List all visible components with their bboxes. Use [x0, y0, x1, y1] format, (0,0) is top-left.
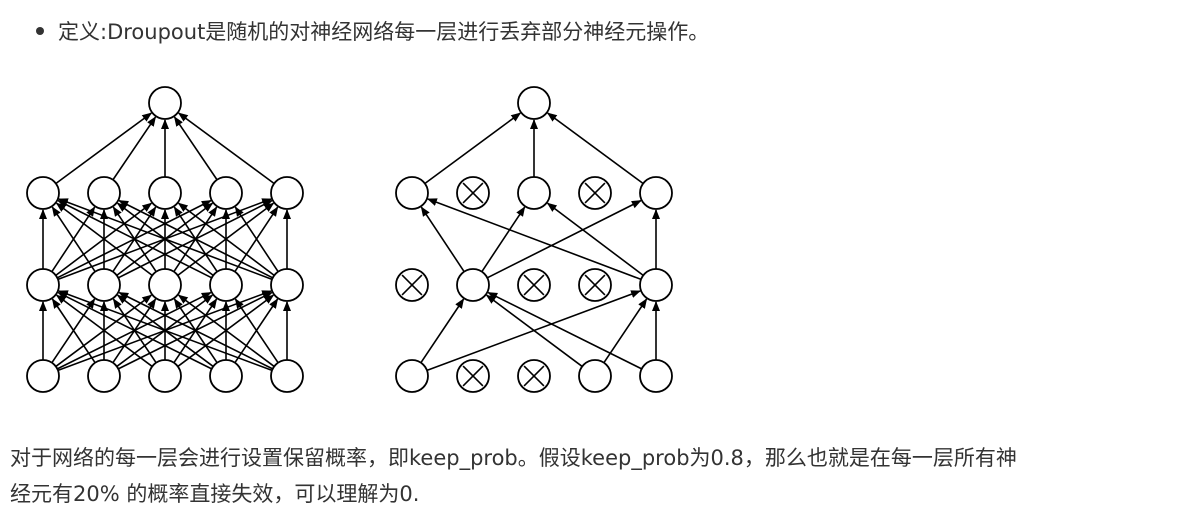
full-net-neuron-l0-n0: [26, 359, 60, 393]
full-net-edge-l0-n4-to-n2: [177, 294, 275, 368]
dropout-net-dropped-neuron-l0-n2: [517, 359, 551, 393]
paragraph-line-2: 经元有20% 的概率直接失效，可以理解为0.: [10, 482, 420, 506]
nodes-layer: [26, 86, 673, 393]
full-net-edge-l1-n4-to-n3: [234, 206, 279, 273]
full-net-edge-l0-n4-to-n3: [234, 298, 279, 364]
dropout-net-edge-l1-n4-to-n2: [546, 202, 644, 277]
dropout-net-edge-l2-n4-to-n0: [546, 112, 644, 185]
dropout-net-neuron-l2-n4: [639, 176, 673, 210]
full-net-neuron-l1-n0: [26, 268, 60, 302]
full-net-neuron-l0-n2: [148, 359, 182, 393]
dropout-net-neuron-l2-n2: [517, 176, 551, 210]
dropout-net-dropped-neuron-l0-n1: [456, 359, 490, 393]
full-net-edge-l1-n4-to-n0: [57, 198, 273, 281]
dropout-net-edge-l1-n1-to-n0: [420, 206, 465, 273]
full-net-neuron-l0-n1: [87, 359, 121, 393]
dropout-net-neuron-l0-n4: [639, 359, 673, 393]
full-net-neuron-l1-n1: [87, 268, 121, 302]
dropout-net-edge-l0-n3-to-n1: [485, 294, 583, 368]
full-net-neuron-l2-n2: [148, 176, 182, 210]
dropout-net-dropped-neuron-l1-n3: [578, 268, 612, 302]
full-net-neuron-l3-n0: [148, 86, 182, 120]
full-net-edge-l0-n4-to-n1: [118, 291, 274, 370]
dropout-net-neuron-l1-n4: [639, 268, 673, 302]
dropout-net-edge-l0-n3-to-n4: [603, 298, 648, 364]
dropout-net-edge-l1-n4-to-n0: [426, 198, 642, 281]
definition-text: 定义:Droupout是随机的对神经网络每一层进行丢弃部分神经元操作。: [58, 20, 710, 44]
dropout-net-dropped-neuron-l2-n1: [456, 176, 490, 210]
full-net-neuron-l2-n1: [87, 176, 121, 210]
edges-layer: [39, 112, 660, 372]
full-net-neuron-l1-n2: [148, 268, 182, 302]
full-net-edge-l1-n4-to-n2: [177, 202, 275, 277]
dropout-net-edge-l0-n0-to-n1: [420, 298, 465, 364]
dropout-net-neuron-l2-n0: [395, 176, 429, 210]
dropout-net-edge-l0-n4-to-n1: [487, 291, 643, 370]
dropout-net-dropped-neuron-l1-n2: [517, 268, 551, 302]
dropout-net-edge-l2-n0-to-n0: [424, 112, 522, 185]
bullet-point: [36, 27, 44, 35]
explanation-paragraph: 对于网络的每一层会进行设置保留概率，即keep_prob。假设keep_prob…: [10, 440, 1180, 512]
full-net-edge-l2-n4-to-n0: [177, 112, 275, 185]
full-net-edge-l2-n0-to-n0: [55, 112, 153, 185]
full-net-edge-l1-n4-to-n1: [118, 199, 274, 279]
full-net-edge-l0-n3-to-n0: [57, 291, 213, 370]
dropout-net-edge-l1-n1-to-n4: [486, 199, 642, 279]
full-net-neuron-l2-n4: [270, 176, 304, 210]
dropout-net-neuron-l3-n0: [517, 86, 551, 120]
full-net-edge-l0-n4-to-n0: [57, 290, 273, 372]
full-net-edge-l1-n1-to-n0: [51, 206, 96, 273]
full-net-edge-l1-n2-to-n0: [55, 202, 153, 277]
dropout-net-edge-l1-n1-to-n2: [481, 206, 526, 273]
dropout-figure: [26, 86, 673, 393]
dropout-net-neuron-l1-n1: [456, 268, 490, 302]
full-net-neuron-l2-n0: [26, 176, 60, 210]
paragraph-line-1: 对于网络的每一层会进行设置保留概率，即keep_prob。假设keep_prob…: [10, 446, 1017, 470]
dropout-net-neuron-l0-n0: [395, 359, 429, 393]
full-net-edge-l2-n1-to-n0: [112, 116, 157, 181]
full-net-edge-l0-n2-to-n0: [55, 294, 153, 368]
dropout-net-neuron-l0-n3: [578, 359, 612, 393]
full-net-neuron-l0-n3: [209, 359, 243, 393]
full-net-edge-l1-n3-to-n0: [57, 199, 213, 279]
dropout-net-dropped-neuron-l1-n0: [395, 268, 429, 302]
full-net-neuron-l1-n3: [209, 268, 243, 302]
dropout-net-dropped-neuron-l2-n3: [578, 176, 612, 210]
full-net-edge-l2-n3-to-n0: [173, 116, 218, 181]
full-net-neuron-l0-n4: [270, 359, 304, 393]
full-net-edge-l0-n1-to-n0: [51, 298, 96, 364]
full-net-neuron-l1-n4: [270, 268, 304, 302]
full-net-neuron-l2-n3: [209, 176, 243, 210]
